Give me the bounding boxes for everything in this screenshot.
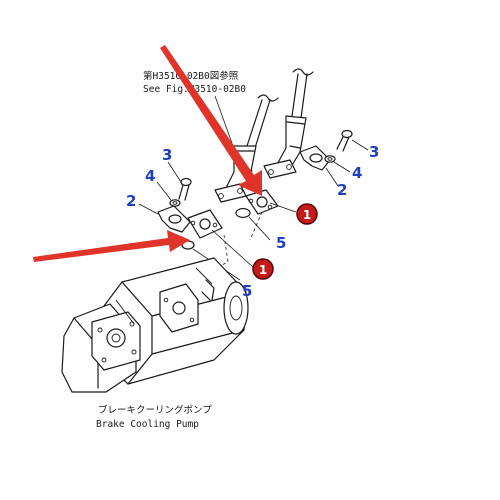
left-hose (214, 94, 279, 203)
bolt-upper-right (336, 129, 353, 152)
pump-caption-en: Brake Cooling Pump (96, 419, 199, 430)
brake-cooling-pump (61, 257, 249, 393)
callout-5-upper: 5 (276, 234, 286, 252)
red-arrow-upper (160, 45, 262, 196)
callout-3-right: 3 (369, 143, 379, 161)
washer-left (169, 199, 181, 207)
right-hose-flange (263, 159, 297, 179)
callout-5-lower: 5 (242, 282, 252, 300)
callout-4-left: 4 (145, 167, 155, 185)
gasket-lower (187, 209, 223, 239)
o-ring-upper (235, 207, 251, 219)
assembly-line-upper (249, 211, 263, 241)
callout-3-left: 3 (162, 146, 172, 164)
right-hose-break (292, 68, 314, 76)
callout-2-right: 2 (337, 181, 347, 199)
reference-leader (214, 95, 234, 147)
clamp-left (157, 205, 191, 233)
washer-upper-right (324, 155, 336, 163)
clamp-upper-right (299, 145, 331, 171)
badge-1-upper-label: 1 (303, 208, 311, 222)
callout-2-left: 2 (126, 192, 136, 210)
badge-1-lower: 1 (252, 258, 274, 280)
left-hose-break (257, 94, 279, 102)
badge-1-lower-label: 1 (259, 263, 267, 277)
callout-4-right: 4 (352, 164, 362, 182)
badge-1-upper: 1 (296, 203, 318, 225)
pump-caption-jp: ブレーキクーリングポンプ (98, 404, 212, 416)
reference-line-jp: 第H3510-02B0図参照 (143, 70, 239, 82)
right-hose (263, 68, 314, 179)
red-arrow-lower (33, 230, 190, 262)
